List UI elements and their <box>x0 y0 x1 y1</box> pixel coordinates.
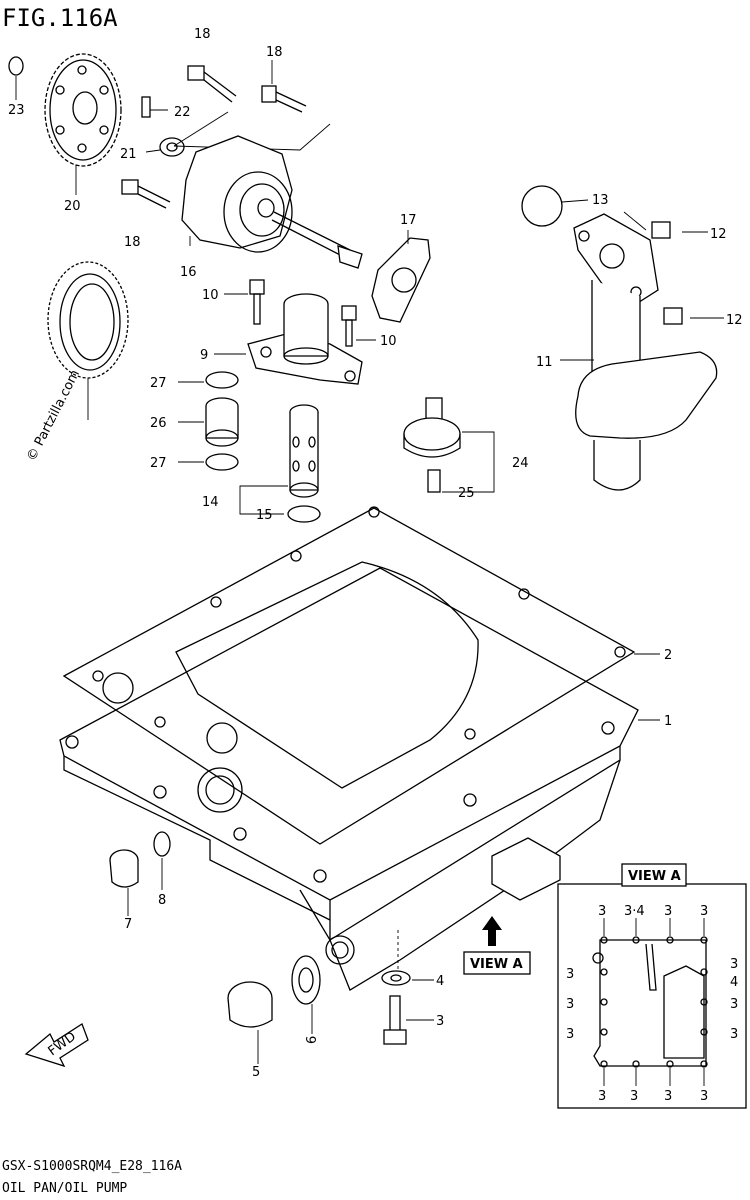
view-a-leaders <box>603 918 705 1086</box>
part-3-4-bolt-washer <box>381 930 434 1045</box>
footer-description: OIL PAN/OIL PUMP <box>2 1181 127 1196</box>
callout-17: 17 <box>400 213 417 228</box>
part-23-circlip <box>8 56 24 100</box>
view-a-inset: VIEW A <box>557 863 747 1109</box>
callout-18-left: 18 <box>124 235 141 250</box>
part-24-25-pressure-switch <box>403 397 495 493</box>
callout-26: 26 <box>150 416 167 431</box>
callout-labels: 1 2 3 4 5 6 7 8 9 10 10 11 12 12 13 14 1… <box>8 27 743 1080</box>
callout-20: 20 <box>64 199 81 214</box>
callout-27-upper: 27 <box>150 376 167 391</box>
callout-14: 14 <box>202 495 219 510</box>
part-7-8-drain-plug <box>109 831 171 916</box>
callout-10-upper: 10 <box>202 288 219 303</box>
callout-6: 6 <box>305 1036 320 1044</box>
figure-title: FIG.116A <box>2 4 118 32</box>
part-14-oil-nozzle <box>239 404 321 523</box>
callout-24: 24 <box>512 456 529 471</box>
inset-callout-bottom-3: 3 <box>664 1089 672 1104</box>
inset-callout-top-3: 3 <box>664 904 672 919</box>
callout-13: 13 <box>592 193 609 208</box>
part-16-oil-pump <box>181 135 363 269</box>
callout-3: 3 <box>436 1014 444 1029</box>
inset-callout-bottom-4: 3 <box>700 1089 708 1104</box>
callout-15: 15 <box>256 508 273 523</box>
callout-22: 22 <box>174 105 191 120</box>
callout-10-lower: 10 <box>380 334 397 349</box>
part-17-gasket <box>371 230 431 323</box>
view-a-arrow: VIEW A <box>463 916 531 975</box>
inset-callout-left-2: 3 <box>566 997 574 1012</box>
callout-11: 11 <box>536 355 553 370</box>
callout-12-upper: 12 <box>710 227 727 242</box>
part-11-oil-strainer <box>521 185 724 491</box>
callout-27-lower: 27 <box>150 456 167 471</box>
callout-18-top: 18 <box>194 27 211 42</box>
part-22-pin <box>141 96 168 118</box>
callout-4: 4 <box>436 974 444 989</box>
callout-21: 21 <box>120 147 137 162</box>
view-a-label: VIEW A <box>470 957 523 972</box>
callout-7: 7 <box>124 917 132 932</box>
part-10-bolts <box>224 279 376 347</box>
inset-callout-top-2: 3·4 <box>624 904 645 919</box>
part-1-oil-pan <box>59 567 660 991</box>
inset-callout-bottom-2: 3 <box>630 1089 638 1104</box>
part-2-oil-pan-gasket <box>62 506 660 845</box>
callout-8: 8 <box>158 893 166 908</box>
part-18-bolts <box>121 60 331 209</box>
inset-callout-top-4: 3 <box>700 904 708 919</box>
part-5-6-filler-cap <box>227 955 321 1064</box>
callout-12-lower: 12 <box>726 313 743 328</box>
watermark: © Partzilla.com <box>24 368 83 464</box>
part-26-27-collar-orings <box>178 371 239 471</box>
fwd-arrow: FWD <box>24 1023 89 1068</box>
callout-16: 16 <box>180 265 197 280</box>
callout-9: 9 <box>200 348 208 363</box>
inset-callout-bottom-1: 3 <box>598 1089 606 1104</box>
part-20-pump-gear <box>44 53 122 195</box>
inset-callout-right-1: 3 <box>730 957 738 972</box>
callout-18-right: 18 <box>266 45 283 60</box>
footer-model-code: GSX-S1000SRQM4_E28_116A <box>2 1159 182 1174</box>
inset-callout-left-1: 3 <box>566 967 574 982</box>
inset-callout-right-3: 3 <box>730 997 738 1012</box>
inset-callout-top-1: 3 <box>598 904 606 919</box>
part-19-driven-gear <box>47 261 129 420</box>
callout-1: 1 <box>664 714 672 729</box>
inset-callout-left-3: 3 <box>566 1027 574 1042</box>
callout-2: 2 <box>664 648 672 663</box>
callout-25: 25 <box>458 486 475 501</box>
callout-5: 5 <box>252 1065 260 1080</box>
view-a-box-title: VIEW A <box>628 869 681 884</box>
inset-callout-right-2: 4 <box>730 975 738 990</box>
callout-23: 23 <box>8 103 25 118</box>
part-9-nozzle-holder <box>214 293 363 385</box>
view-a-callout-labels: 3 3·4 3 3 3 3 3 3 4 3 3 3 3 3 3 <box>566 904 738 1104</box>
inset-callout-right-4: 3 <box>730 1027 738 1042</box>
part-21-washer <box>145 137 185 157</box>
